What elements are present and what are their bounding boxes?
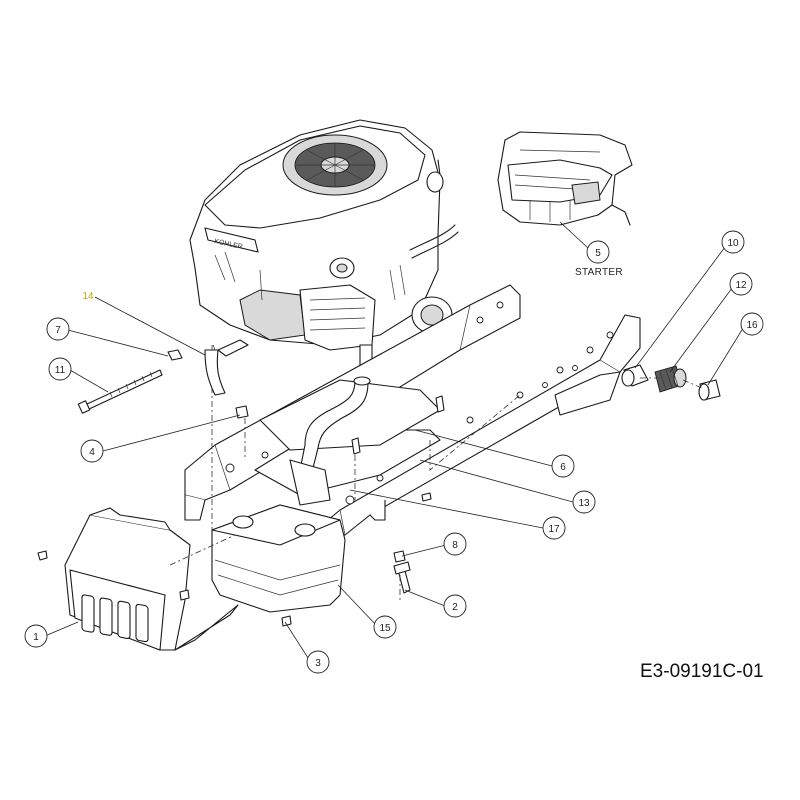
starter-inset xyxy=(497,131,633,249)
svg-text:7: 7 xyxy=(55,325,61,336)
exhaust-pipe xyxy=(289,376,371,506)
callout-16: 16 xyxy=(740,312,764,336)
callout-6: 6 xyxy=(551,454,575,478)
svg-text:11: 11 xyxy=(55,365,66,376)
callout-8: 8 xyxy=(443,532,467,556)
engine: KOHLER xyxy=(189,119,459,379)
assembly-lines xyxy=(169,344,703,600)
callout-5: 5 xyxy=(586,240,610,264)
callout-2: 2 xyxy=(443,594,467,618)
heat-shield xyxy=(64,507,239,651)
svg-text:2: 2 xyxy=(452,602,458,613)
svg-text:17: 17 xyxy=(548,524,560,535)
callout-13: 13 xyxy=(572,490,596,514)
svg-text:1: 1 xyxy=(33,632,39,643)
drawing-code: E3-09191C-01 xyxy=(640,661,764,682)
starter-label: STARTER xyxy=(575,267,623,278)
callouts: 1 2 3 4 5 6 7 8 xyxy=(24,230,764,674)
callout-14: 14 xyxy=(82,291,94,302)
svg-text:14: 14 xyxy=(82,291,94,302)
muffler xyxy=(211,504,346,613)
callout-15: 15 xyxy=(373,615,397,639)
svg-text:16: 16 xyxy=(746,320,758,331)
svg-text:3: 3 xyxy=(315,658,321,669)
leader-lines xyxy=(44,242,746,662)
exhaust-elbow xyxy=(204,339,249,396)
callout-10: 10 xyxy=(721,230,745,254)
callout-12: 12 xyxy=(729,272,753,296)
callout-1: 1 xyxy=(24,624,48,648)
svg-text:10: 10 xyxy=(727,238,739,249)
hardware xyxy=(37,349,445,627)
svg-text:15: 15 xyxy=(379,623,391,634)
svg-text:8: 8 xyxy=(452,540,458,551)
callout-17: 17 xyxy=(542,516,566,540)
svg-text:5: 5 xyxy=(595,248,601,259)
callout-11: 11 xyxy=(48,357,72,381)
svg-text:13: 13 xyxy=(578,498,590,509)
svg-text:12: 12 xyxy=(735,280,747,291)
callout-3: 3 xyxy=(306,650,330,674)
callout-4: 4 xyxy=(80,439,104,463)
starter-parts xyxy=(621,364,721,401)
svg-text:6: 6 xyxy=(560,462,566,473)
callout-7: 7 xyxy=(46,317,70,341)
svg-text:4: 4 xyxy=(89,447,95,458)
